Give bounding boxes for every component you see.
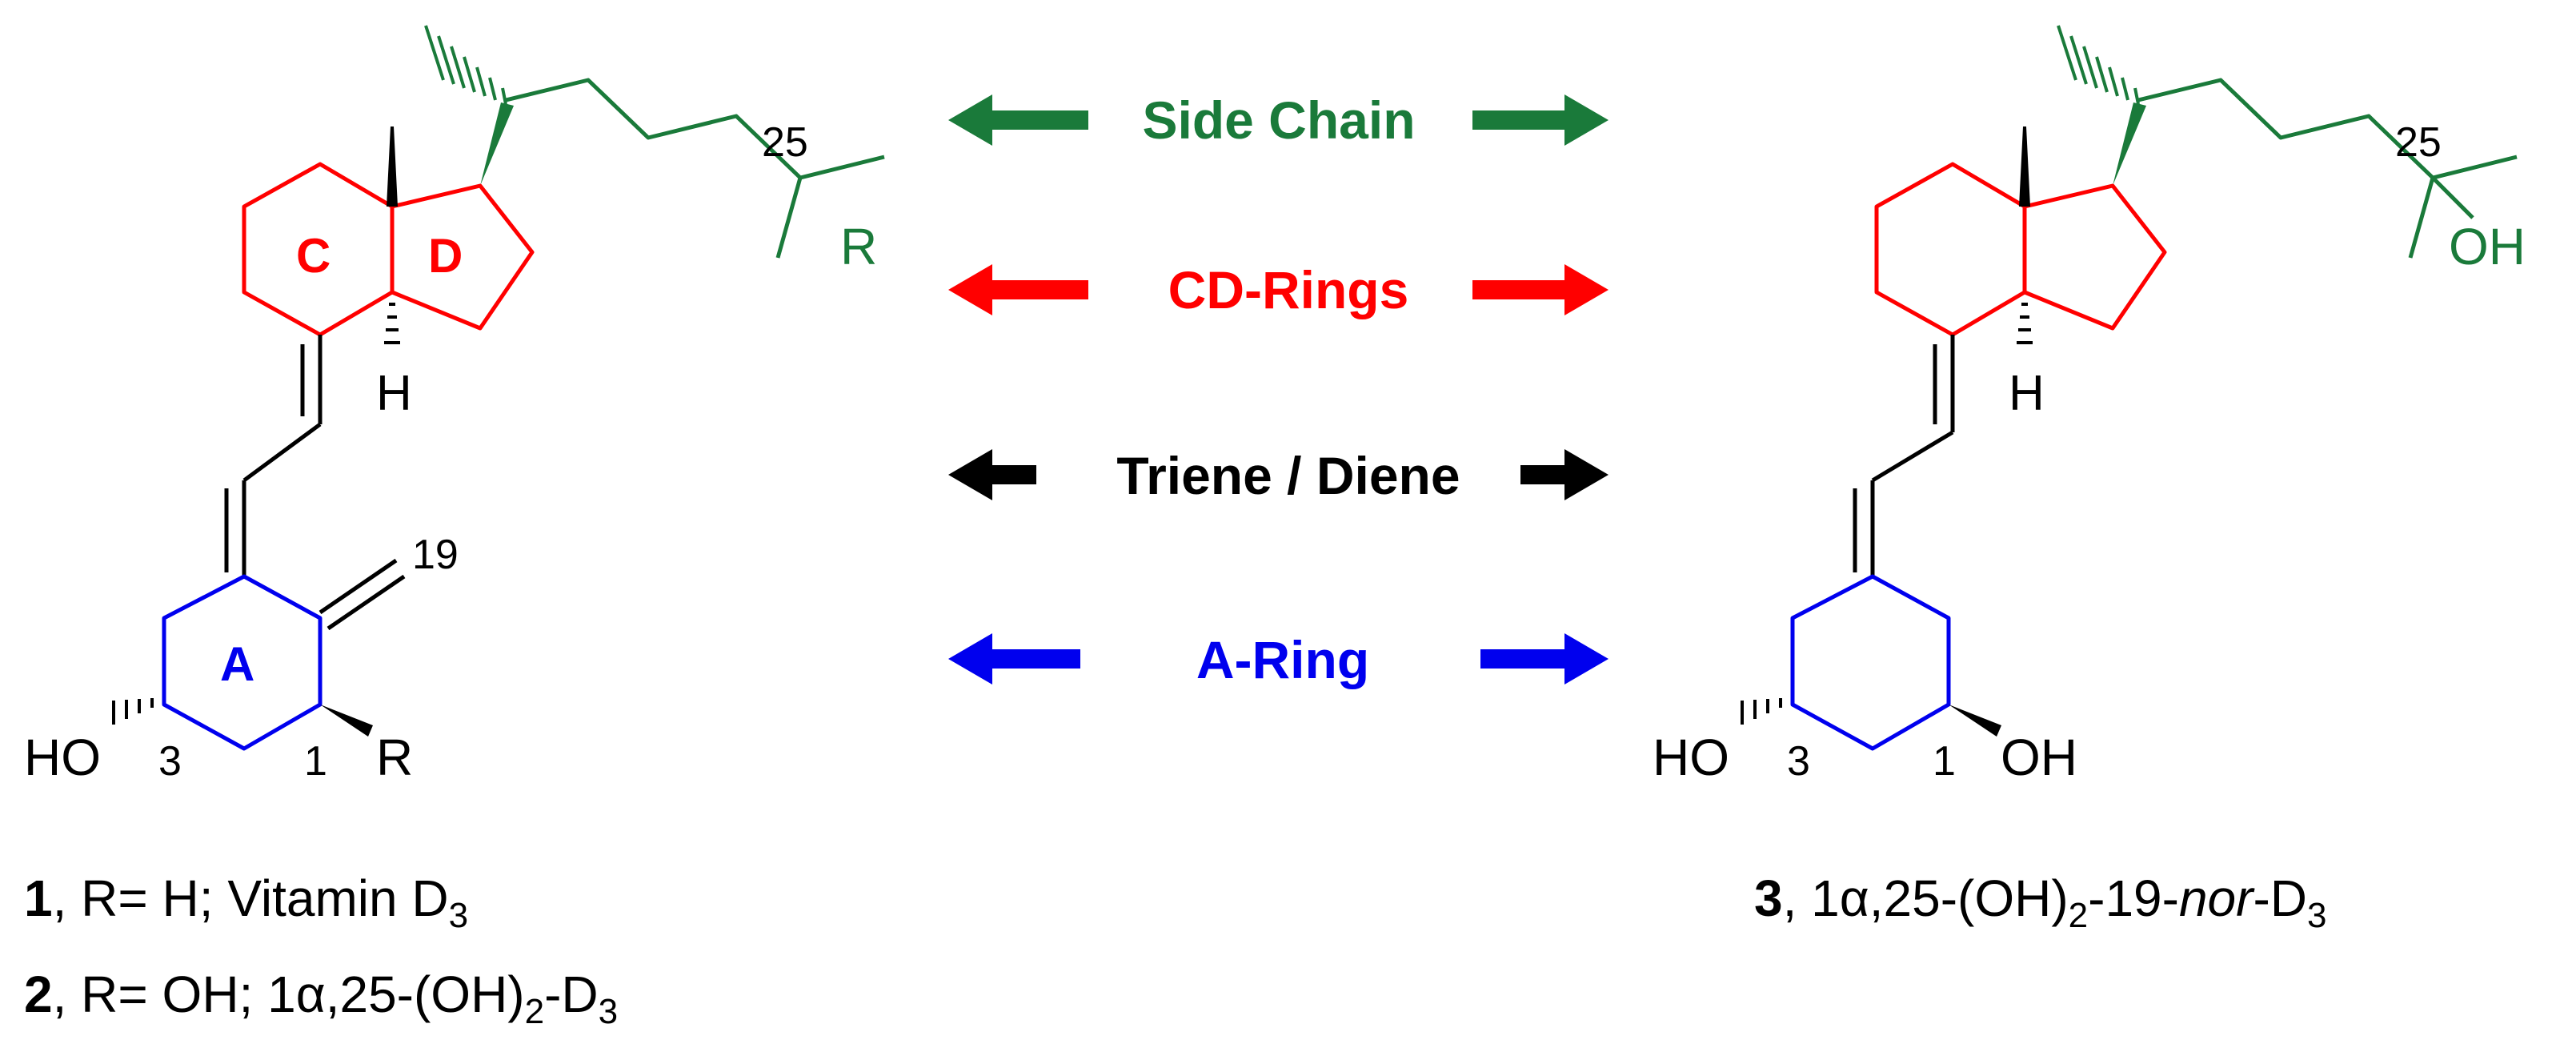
left-c19-label: 19 (412, 532, 459, 578)
left-h-hash (384, 303, 400, 344)
left-c3-label: 3 (158, 738, 182, 785)
left-side-chain (424, 25, 885, 259)
left-hashed-methyl (424, 25, 507, 105)
right-h-label: H (2009, 366, 2045, 421)
side-chain-arrow (948, 94, 1608, 146)
left-ring-c-label: C (296, 229, 331, 283)
right-c25-label: 25 (2395, 119, 2442, 166)
right-side-chain-wedge (2113, 102, 2146, 186)
side-chain-label: Side Chain (1142, 90, 1415, 150)
left-c25-label: 25 (762, 119, 808, 166)
a-ring-label: A-Ring (1196, 630, 1369, 689)
caption-3-text-c: -19- (2088, 869, 2179, 927)
right-side-chain (2057, 25, 2518, 259)
right-oh-side-label: OH (2449, 218, 2526, 275)
arrow-legend: Side Chain CD-Rings Triene / Diene A-Rin… (948, 90, 1608, 689)
right-h-hash (2017, 303, 2033, 344)
right-c1-label: 1 (1933, 738, 1956, 785)
right-a-ring (1790, 574, 1951, 751)
caption-1-text: , R= H; Vitamin D (52, 869, 449, 927)
caption-3-text-a: , 1 (1782, 869, 1840, 927)
right-diene (1853, 335, 1955, 576)
caption-3-sub-b: 3 (2306, 896, 2327, 935)
cd-rings-label: CD-Rings (1168, 260, 1409, 319)
caption-1-number: 1 (24, 869, 53, 927)
caption-2-text-c: -D (544, 966, 599, 1023)
nor-d3-structure: H 25 OH HO 3 1 OH (1653, 25, 2526, 786)
caption-2-sub-a: 2 (524, 992, 545, 1031)
left-a-ring (162, 574, 323, 751)
triene-diene-arrow (948, 449, 1608, 500)
caption-2-number: 2 (24, 966, 53, 1023)
left-c1-label: 1 (304, 738, 327, 785)
caption-3-number: 3 (1754, 869, 1783, 927)
caption-2-text-b: ,25-(OH) (325, 966, 525, 1023)
left-side-chain-wedge (480, 102, 514, 186)
caption-2-text-a: , R= OH; 1 (52, 966, 296, 1023)
caption-3-text-b: ,25-(OH) (1869, 869, 2069, 927)
left-r-a-label: R (376, 729, 413, 786)
caption-compound-1: 1, R= H; Vitamin D3 (24, 873, 468, 934)
right-hashed-methyl (2057, 25, 2140, 105)
left-ho-hash (112, 698, 154, 725)
caption-3-alpha: α (1839, 869, 1869, 927)
left-h-label: H (376, 366, 412, 421)
caption-2-alpha: α (295, 966, 326, 1023)
caption-compound-2: 2, R= OH; 1α,25-(OH)2-D3 (24, 966, 618, 1030)
caption-compound-3: 3, 1α,25-(OH)2-19-nor-D3 (1754, 873, 2326, 934)
right-ho-hash (1741, 698, 1782, 725)
left-c1-wedge (320, 705, 373, 737)
caption-3-sub-a: 2 (2068, 896, 2089, 935)
right-oh-a-label: OH (2001, 729, 2077, 786)
caption-2-sub-b: 3 (598, 992, 619, 1031)
cd-rings-arrow (948, 264, 1608, 315)
triene-diene-label: Triene / Diene (1116, 446, 1460, 505)
right-c1-wedge (1949, 705, 2001, 737)
caption-3-nor: nor (2178, 869, 2253, 927)
caption-1-sub: 3 (448, 896, 469, 935)
a-ring-arrow (948, 633, 1608, 685)
left-triene (224, 335, 406, 631)
vitamin-d3-structure: C D A H 25 R 19 HO 3 1 R (24, 25, 885, 786)
left-ring-a-label: A (220, 637, 254, 691)
left-ho-label: HO (24, 729, 101, 786)
left-r-side-label: R (840, 218, 877, 275)
right-ho-label: HO (1653, 729, 1729, 786)
left-methyl-wedge (387, 126, 398, 207)
right-c3-label: 3 (1787, 738, 1810, 785)
left-ring-d-label: D (428, 229, 463, 283)
right-methyl-wedge (2019, 126, 2030, 207)
caption-3-text-d: -D (2253, 869, 2307, 927)
